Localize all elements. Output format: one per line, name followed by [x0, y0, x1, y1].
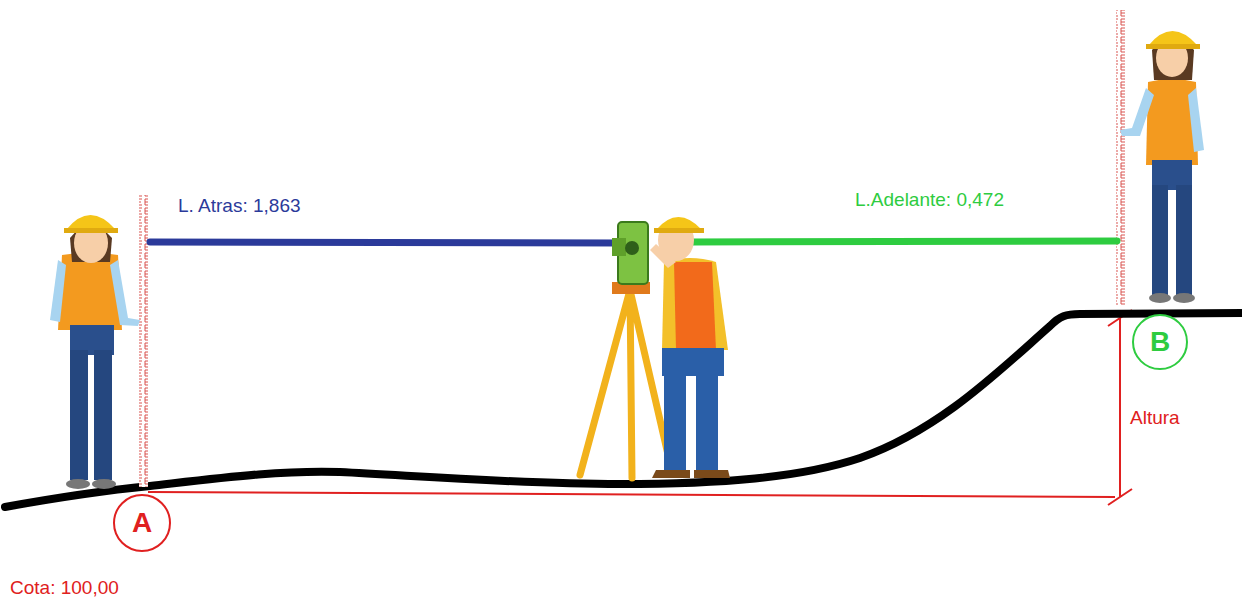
staff-holder-left — [50, 215, 140, 489]
backsight-reading: L. Atras: 1,863 — [178, 196, 301, 217]
foresight-line — [692, 241, 1117, 242]
leveling-staff — [139, 195, 148, 487]
height-dimension — [1108, 310, 1132, 505]
foresight-reading: L.Adelante: 0,472 — [855, 190, 1004, 211]
backsight-line — [150, 242, 622, 243]
height-label: Altura — [1130, 408, 1180, 429]
elevation-label: Cota: 100,00 — [10, 578, 119, 599]
reference-line — [148, 492, 1115, 497]
leveling-staff — [1116, 10, 1125, 306]
surveyor — [650, 217, 730, 478]
point-letter: B — [1150, 328, 1170, 356]
point-a-circle: A — [113, 494, 171, 552]
ground-profile — [5, 313, 1242, 507]
total-station — [580, 222, 672, 478]
staff-holder-right — [1120, 31, 1204, 303]
point-b-circle: B — [1132, 314, 1188, 370]
point-letter: A — [132, 509, 152, 537]
